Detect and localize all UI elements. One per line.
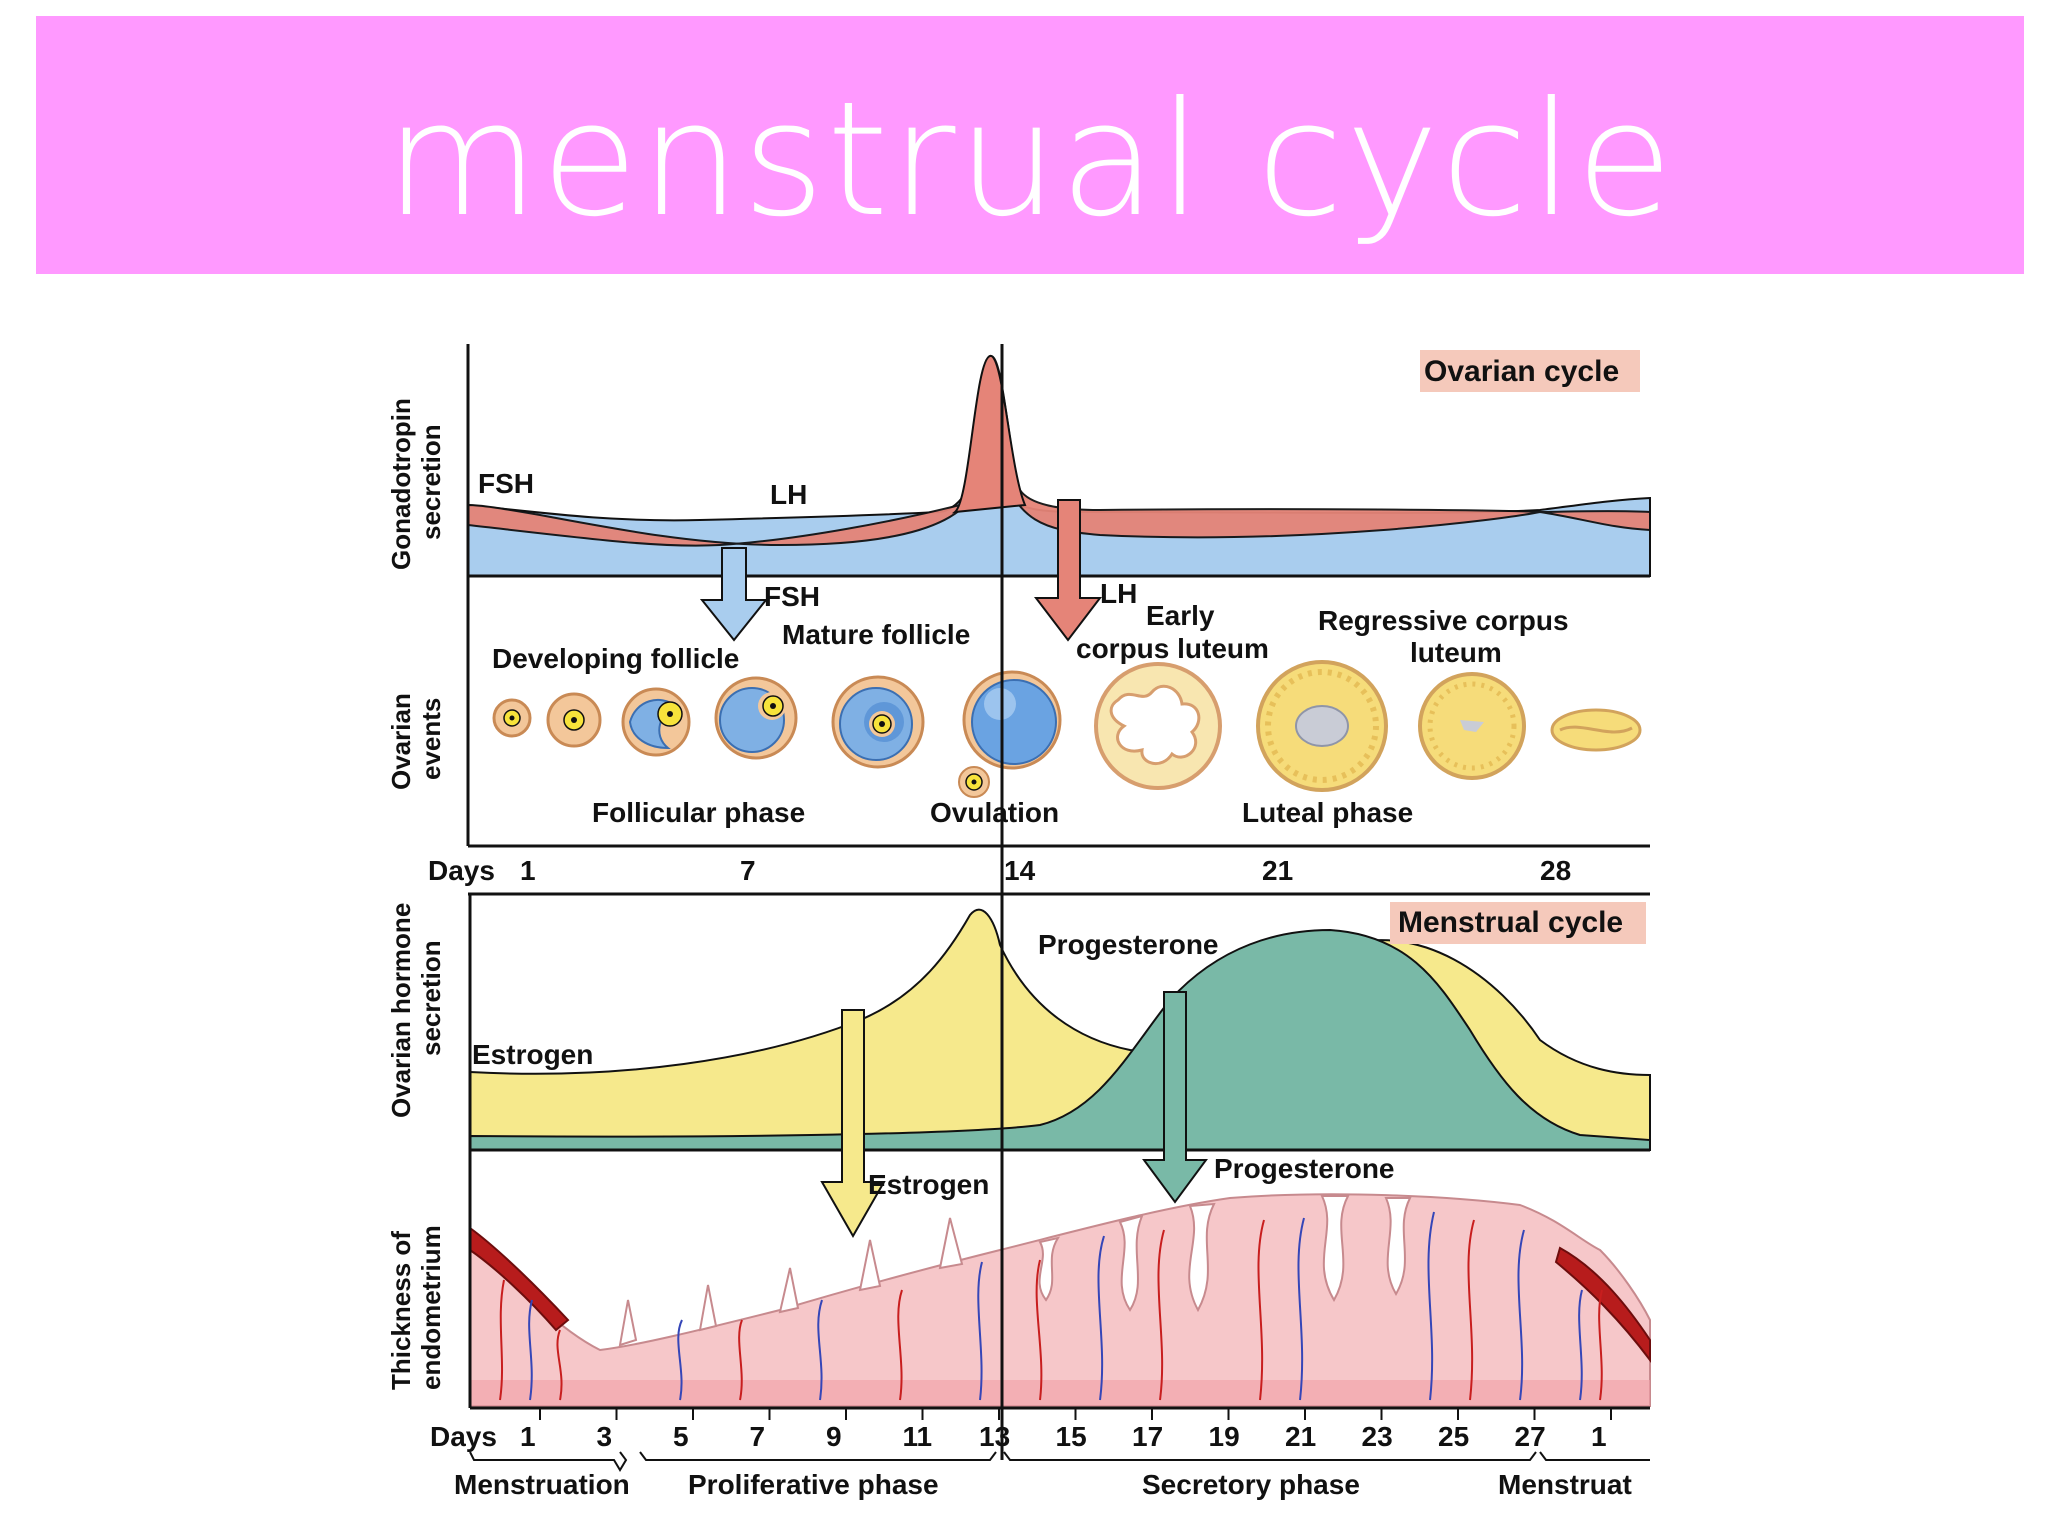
ovarian-cycle-box [1420, 350, 1640, 392]
proliferative-phase-label: Proliferative phase [688, 1469, 939, 1500]
shedding-tissue-left [469, 1226, 570, 1332]
early-corpus-luteum-label-2: corpus luteum [1076, 633, 1269, 664]
follicle-3 [621, 687, 691, 757]
follicle-5 [831, 675, 925, 769]
days-axis-top: Days 1 7 14 21 28 [428, 844, 1650, 896]
y-axis-labels: Gonadotropin secretion Ovarian events Ov… [386, 398, 446, 1390]
veins [528, 1211, 1583, 1401]
ovulation-label: Ovulation [930, 797, 1059, 828]
estrogen-curve-label: Estrogen [472, 1039, 593, 1070]
title-banner: menstrual cycle [36, 16, 2024, 274]
days-bottom-tick: 27 [1515, 1421, 1546, 1452]
ovulated-oocyte [958, 766, 990, 798]
days-bottom-tick: 13 [979, 1421, 1010, 1452]
days-bottom-tick: 11 [903, 1421, 933, 1452]
secretory-phase-label: Secretory phase [1142, 1469, 1360, 1500]
follicle-4 [714, 676, 798, 760]
regressive-corpus-luteum-label-1: Regressive corpus [1318, 605, 1569, 636]
mature-follicle [962, 670, 1062, 770]
days-bottom-tick: 1 [1591, 1421, 1607, 1452]
shedding-tissue-right [1554, 1246, 1651, 1363]
ovarian-events-label-1: Ovarian [386, 693, 416, 790]
phase-brackets: Menstruation Proliferative phase Secreto… [454, 1451, 1650, 1500]
ovarian-hormone-panel: Estrogen Progesterone Menstrual cycle [469, 902, 1651, 1152]
endometrium-label-2: endometrium [416, 1225, 446, 1390]
ovarian-hormone-label-2: secretion [416, 940, 446, 1056]
days-bottom-tick: 17 [1132, 1421, 1163, 1452]
menstruation-end-label: Menstruat [1498, 1469, 1632, 1500]
page-title: menstrual cycle [385, 68, 1675, 252]
progesterone-area [469, 928, 1651, 1151]
corpus-albicans [1550, 708, 1642, 752]
days-top-tick-7: 7 [740, 855, 756, 886]
fsh-arrow-label: FSH [764, 581, 820, 612]
follicle-2 [546, 692, 602, 748]
days-bottom-tick: 1 [520, 1421, 536, 1452]
ovarian-hormone-label-1: Ovarian hormone [386, 903, 416, 1118]
regressing-corpus-luteum [1418, 672, 1526, 780]
days-bottom-tick: 15 [1056, 1421, 1087, 1452]
days-top-tick-1: 1 [520, 855, 536, 886]
endometrium-panel [469, 1193, 1651, 1407]
arteries [499, 1219, 1603, 1401]
days-bottom-tick: 7 [750, 1421, 766, 1452]
fsh-curve-label: FSH [478, 468, 534, 499]
endometrium-layer [469, 1193, 1651, 1407]
corpus-luteum [1256, 660, 1388, 792]
progesterone-arrow-label: Progesterone [1214, 1153, 1395, 1184]
progesterone-curve-label: Progesterone [1038, 929, 1219, 960]
ovarian-events-panel: Developing follicle Mature follicle Earl… [492, 600, 1642, 828]
estrogen-arrow: Estrogen [820, 1009, 989, 1239]
gonadotropin-label-2: secretion [416, 424, 446, 540]
lh-curve-label: LH [770, 479, 807, 510]
days-bottom-tick: 19 [1209, 1421, 1240, 1452]
lh-arrow-label: LH [1100, 578, 1137, 609]
luteal-phase-label: Luteal phase [1242, 797, 1413, 828]
menstrual-cycle-box [1390, 902, 1646, 944]
days-bottom-tick: 23 [1362, 1421, 1393, 1452]
fsh-arrow: FSH [699, 547, 820, 642]
axes [466, 344, 1004, 1460]
regressive-corpus-luteum-label-2: luteum [1410, 637, 1502, 668]
mature-follicle-label: Mature follicle [782, 619, 970, 650]
menstruation-phase-label: Menstruation [454, 1469, 630, 1500]
ovarian-cycle-label: Ovarian cycle [1424, 355, 1619, 388]
days-bottom-tick: 5 [673, 1421, 689, 1452]
days-top-tick-14: 14 [1004, 855, 1036, 886]
early-corpus-luteum-label-1: Early [1146, 600, 1215, 631]
ovarian-events-label-2: events [416, 698, 446, 780]
days-bottom-tick: 21 [1285, 1421, 1316, 1452]
gonadotropin-label-1: Gonadotropin [386, 398, 416, 570]
lh-arrow: LH [1033, 499, 1137, 642]
estrogen-arrow-label: Estrogen [868, 1169, 989, 1200]
developing-follicle-label: Developing follicle [492, 643, 739, 674]
follicular-phase-label: Follicular phase [592, 797, 805, 828]
early-corpus-luteum [1094, 662, 1222, 790]
progesterone-arrow: Progesterone [1142, 991, 1395, 1204]
days-top-tick-28: 28 [1540, 855, 1571, 886]
days-bottom-tick: 25 [1438, 1421, 1469, 1452]
days-bottom-label: Days [430, 1421, 497, 1452]
lh-peak [951, 355, 1027, 514]
days-top-label: Days [428, 855, 495, 886]
days-top-tick-21: 21 [1262, 855, 1293, 886]
menstrual-cycle-label: Menstrual cycle [1398, 906, 1623, 939]
follicle-1 [492, 698, 532, 738]
days-bottom-tick: 3 [597, 1421, 613, 1452]
days-bottom-tick: 9 [826, 1421, 842, 1452]
endometrium-label-1: Thickness of [386, 1231, 416, 1390]
